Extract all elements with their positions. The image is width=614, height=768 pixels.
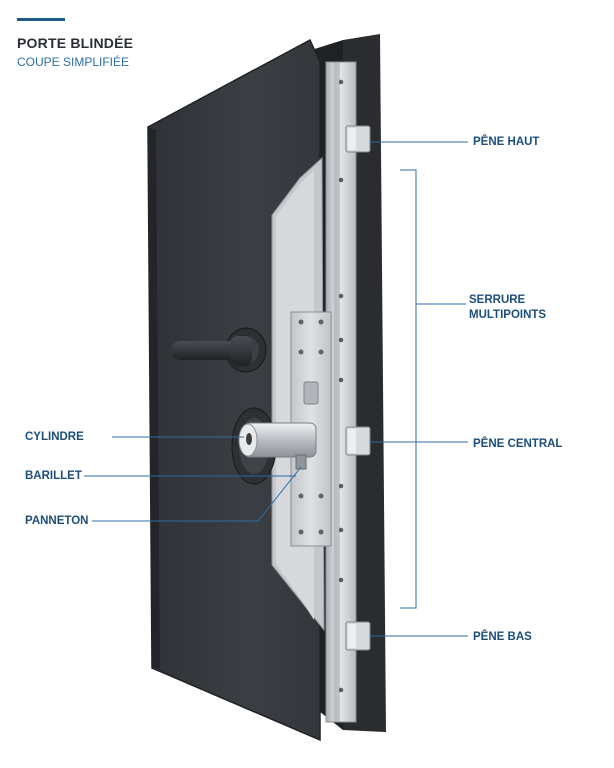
bolt-central — [345, 426, 371, 456]
diagram-header: PORTE BLINDÉE COUPE SIMPLIFIÉE — [17, 18, 133, 70]
multipoint-rod — [325, 61, 357, 723]
header-accent-rule — [17, 18, 65, 21]
label-cylindre: CYLINDRE — [25, 431, 84, 443]
label-pene-haut: PÊNE HAUT — [473, 136, 540, 148]
diagram-title: PORTE BLINDÉE — [17, 35, 134, 51]
diagram-subtitle: COUPE SIMPLIFIÉE — [17, 55, 130, 69]
door-handle — [171, 327, 267, 373]
label-pene-central: PÊNE CENTRAL — [473, 438, 563, 450]
label-serrure-line2: MULTIPOINTS — [469, 309, 547, 321]
cylinder-assembly — [231, 407, 317, 485]
label-serrure-line1: SERRURE — [469, 294, 526, 306]
label-pene-bas: PÊNE BAS — [473, 631, 532, 643]
leader-panneton — [92, 466, 302, 522]
bolt-top — [345, 125, 371, 153]
bolt-bottom — [345, 621, 371, 651]
leader-serrure-bracket — [400, 169, 417, 609]
label-panneton: PANNETON — [25, 515, 89, 527]
label-barillet: BARILLET — [25, 470, 82, 482]
